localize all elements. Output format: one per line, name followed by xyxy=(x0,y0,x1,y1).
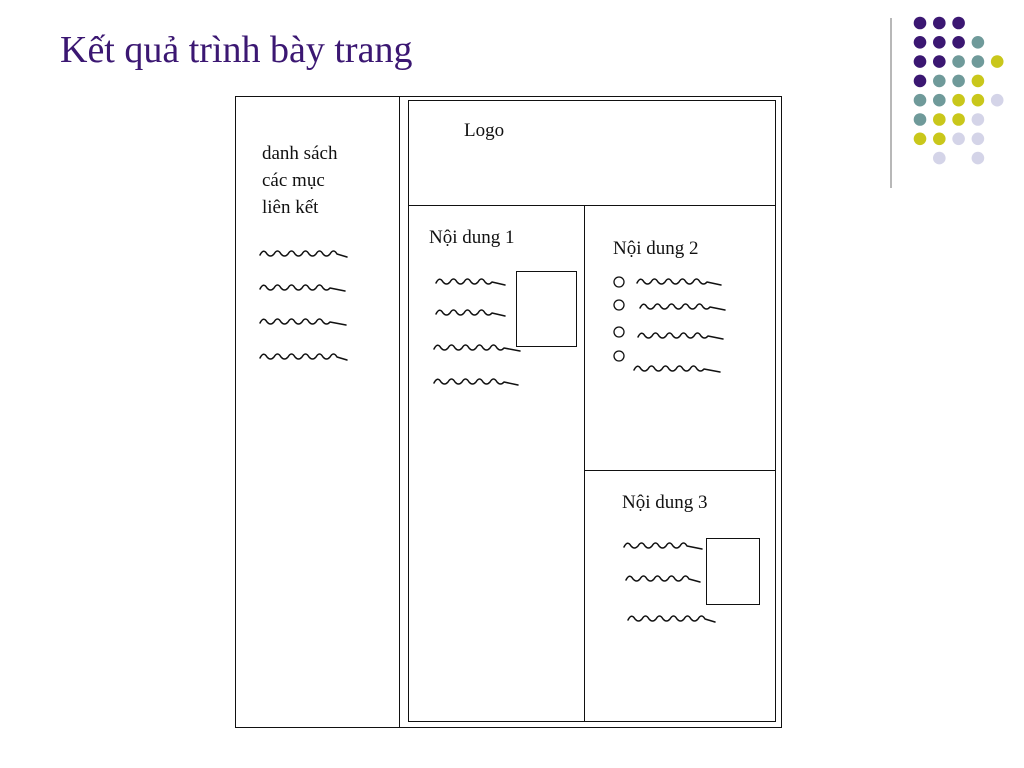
sidebar-link-placeholder xyxy=(259,318,347,326)
sidebar-link-placeholder xyxy=(259,250,348,258)
content-3-image-placeholder xyxy=(706,538,760,605)
content-3-text-placeholder xyxy=(625,575,701,583)
content-3-box xyxy=(584,470,776,722)
content-2-text-placeholder xyxy=(636,278,722,286)
sidebar-label-line: liên kết xyxy=(262,197,319,218)
sidebar-box xyxy=(235,96,400,728)
content-2-text-placeholder xyxy=(639,303,726,311)
content-3-text-placeholder xyxy=(623,542,703,550)
content-1-label: Nội dung 1 xyxy=(429,227,515,248)
content-2-items xyxy=(613,276,726,373)
sidebar-link-placeholder xyxy=(259,284,346,292)
content-1-image-placeholder xyxy=(516,271,577,347)
slide-title: Kết quả trình bày trang xyxy=(60,29,413,71)
content-1-items xyxy=(433,278,521,386)
content-2-bullet-icon xyxy=(613,326,625,338)
content-2-bullet-icon xyxy=(613,299,625,311)
sidebar-link-placeholder xyxy=(259,353,348,361)
content-3-label: Nội dung 3 xyxy=(622,492,708,513)
content-1-text-placeholder xyxy=(433,344,521,352)
content-2-bullet-icon xyxy=(613,350,625,362)
content-2-label: Nội dung 2 xyxy=(613,238,699,259)
sidebar-label-line: các mục xyxy=(262,170,325,191)
sidebar-label-line: danh sách xyxy=(262,143,338,164)
sidebar-label: danh sách các mục liên kết xyxy=(262,140,337,221)
content-1-text-placeholder xyxy=(435,278,506,286)
content-2-text-placeholder xyxy=(633,365,721,373)
content-2-bullet-icon xyxy=(613,276,625,288)
content-3-items xyxy=(623,542,716,623)
sidebar-items xyxy=(259,250,348,361)
logo-label: Logo xyxy=(464,120,505,141)
content-1-text-placeholder xyxy=(435,309,506,317)
content-2-text-placeholder xyxy=(637,332,724,340)
content-1-text-placeholder xyxy=(433,378,519,386)
content-3-text-placeholder xyxy=(627,615,716,623)
